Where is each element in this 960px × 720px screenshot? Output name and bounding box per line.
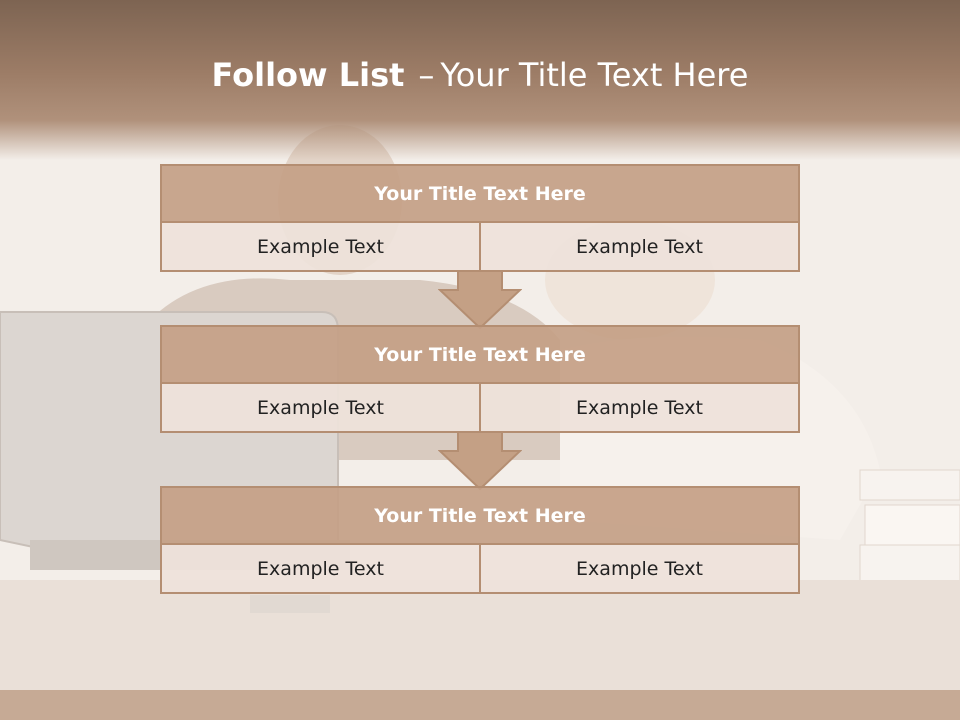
block-cell-left: Example Text [257, 235, 384, 258]
block-header: Your Title Text Here [162, 166, 798, 223]
block-row: Example Text Example Text [162, 545, 798, 592]
down-arrow-icon [438, 431, 522, 491]
list-block-2: Your Title Text Here Example Text Exampl… [160, 325, 800, 433]
block-cell-right: Example Text [479, 545, 798, 592]
slide-title: Follow List–Your Title Text Here [0, 55, 960, 95]
slide-title-bold: Follow List [211, 56, 405, 94]
block-cell-right: Example Text [479, 223, 798, 270]
block-row: Example Text Example Text [162, 223, 798, 270]
slide-title-separator: – [418, 56, 435, 94]
block-cell-right: Example Text [479, 384, 798, 431]
block-header: Your Title Text Here [162, 488, 798, 545]
title-band [0, 0, 960, 160]
down-arrow-icon [438, 270, 522, 330]
slide-title-rest: Your Title Text Here [440, 56, 749, 94]
block-cell-left: Example Text [257, 396, 384, 419]
block-header: Your Title Text Here [162, 327, 798, 384]
block-cell-left: Example Text [257, 557, 384, 580]
list-block-1: Your Title Text Here Example Text Exampl… [160, 164, 800, 272]
block-row: Example Text Example Text [162, 384, 798, 431]
list-block-3: Your Title Text Here Example Text Exampl… [160, 486, 800, 594]
